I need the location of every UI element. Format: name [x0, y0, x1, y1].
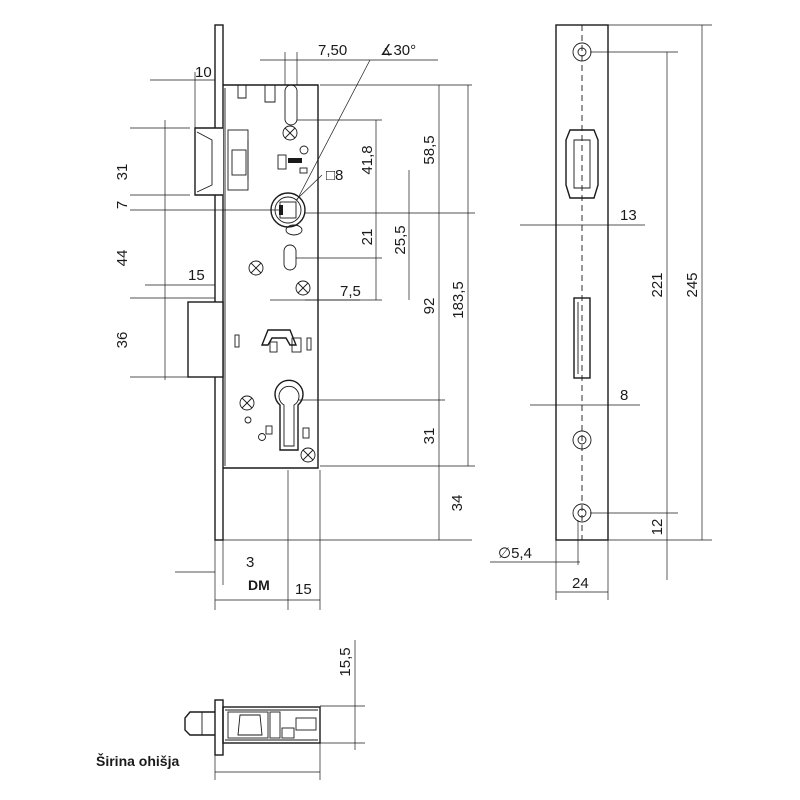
latch-cutout	[565, 129, 599, 199]
label-15-bottom: 15	[295, 581, 312, 598]
screw-icon	[282, 125, 298, 141]
side-dimensions	[490, 24, 712, 600]
bottom-dimensions	[214, 640, 365, 780]
label-7-50: 7,50	[318, 42, 347, 59]
housing-body	[222, 706, 321, 744]
label-25-5: 25,5	[392, 225, 409, 254]
label-34: 34	[449, 495, 466, 512]
label-58-5: 58,5	[421, 135, 438, 164]
label-183-5: 183,5	[450, 281, 467, 319]
lever-mechanism	[260, 329, 298, 346]
side-view-faceplate	[555, 24, 609, 541]
label-221: 221	[649, 272, 666, 297]
label-36: 36	[114, 332, 131, 349]
label-13: 13	[620, 207, 637, 224]
label-15-5: 15,5	[337, 647, 354, 676]
latch-bolt	[194, 127, 223, 196]
front-dimensions	[130, 52, 475, 610]
label-8: 8	[620, 387, 628, 404]
label-44: 44	[114, 250, 131, 267]
label-21: 21	[359, 229, 376, 246]
cylinder-hole	[274, 379, 304, 451]
label-31-bottom: 31	[421, 428, 438, 445]
faceplate-side	[555, 24, 609, 541]
label-24: 24	[572, 575, 589, 592]
label-41-8: 41,8	[359, 145, 376, 174]
bottom-view-housing	[184, 699, 321, 756]
bolt-cutout	[573, 297, 591, 379]
front-view	[187, 24, 319, 541]
screw-icon	[248, 260, 264, 276]
label-square-8: □8	[326, 167, 343, 184]
middle-slot	[283, 244, 297, 271]
faceplate	[214, 24, 224, 541]
label-245: 245	[684, 272, 701, 297]
lock-case	[223, 84, 319, 469]
screw-icon	[295, 280, 311, 296]
dead-bolt	[187, 301, 224, 378]
label-7-5: 7,5	[340, 283, 361, 300]
label-31-top: 31	[114, 164, 131, 181]
screw-icon	[300, 447, 316, 463]
top-slot	[284, 84, 298, 126]
screw-icon	[239, 395, 255, 411]
label-10: 10	[195, 64, 212, 81]
label-3: 3	[246, 554, 254, 571]
label-15-left: 15	[188, 267, 205, 284]
label-housing-width: Širina ohišja	[96, 752, 179, 769]
label-diameter-5-4: ∅5,4	[498, 545, 532, 562]
label-12: 12	[649, 519, 666, 536]
label-dm: DM	[248, 577, 270, 593]
label-7: 7	[114, 201, 131, 209]
label-30-degrees: ∡30°	[380, 42, 416, 59]
label-92: 92	[421, 298, 438, 315]
